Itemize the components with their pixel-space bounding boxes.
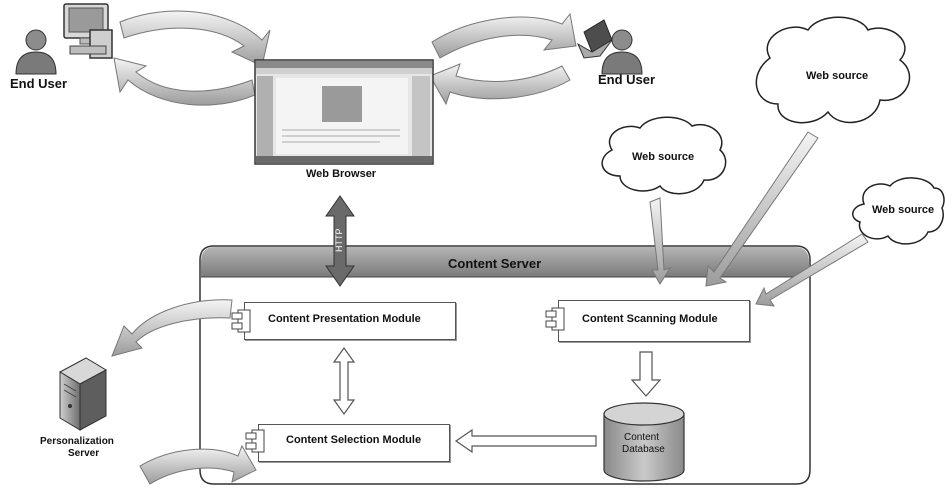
web-source-cloud-top <box>755 16 911 124</box>
end-user-left-label: End User <box>10 76 68 91</box>
content-selection-module-label: Content Selection Module <box>286 434 422 446</box>
content-database-label-line2: Database <box>622 444 665 455</box>
content-selection-module-box <box>258 424 450 462</box>
http-double-arrow <box>325 195 355 287</box>
scanning-database-arrow <box>630 351 662 397</box>
database-selection-arrow <box>454 428 597 454</box>
web-source-mid-label: Web source <box>632 151 695 163</box>
http-label: HTTP <box>334 228 344 253</box>
content-database-label-line1: Content <box>624 432 660 443</box>
web-source-feed-arrows <box>649 131 869 307</box>
end-user-right-icon <box>576 19 643 75</box>
presentation-selection-arrow <box>332 346 356 416</box>
end-user-right-label: End User <box>598 72 656 87</box>
content-presentation-module-label: Content Presentation Module <box>268 313 421 325</box>
personalization-server-label-line2: Server <box>68 448 100 459</box>
component-icon <box>545 307 565 331</box>
content-scanning-module-label: Content Scanning Module <box>582 313 718 325</box>
personalization-exchange-arrows <box>111 299 257 485</box>
web-source-cloud-mid <box>601 116 727 195</box>
content-server-title: Content Server <box>448 256 542 271</box>
web-browser-window <box>254 59 434 165</box>
component-icon <box>245 429 265 453</box>
component-icon <box>231 309 251 333</box>
web-source-top-label: Web source <box>806 70 869 82</box>
content-presentation-module-box <box>244 302 456 340</box>
web-browser-label: Web Browser <box>306 168 377 180</box>
personalization-server-label-line1: Personalization <box>40 436 114 447</box>
web-source-right-label: Web source <box>872 204 935 216</box>
content-scanning-module-box <box>558 300 750 342</box>
content-database-icon <box>603 402 685 482</box>
web-source-cloud-right <box>852 177 945 245</box>
end-user-left-icon <box>15 3 113 75</box>
personalization-server-icon <box>58 357 108 431</box>
